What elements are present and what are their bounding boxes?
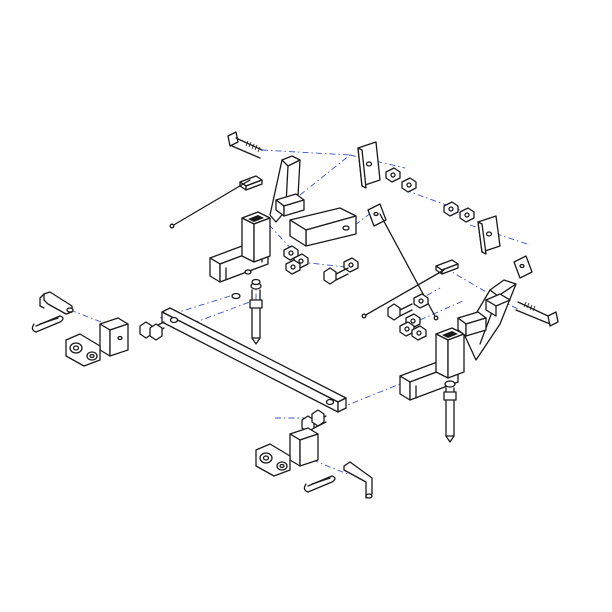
nuts-and-washers xyxy=(231,167,475,341)
short-bolt-4 xyxy=(149,323,163,341)
nut-group-center-right xyxy=(399,293,429,341)
right-mount-bracket xyxy=(399,279,517,401)
short-bolt-1 xyxy=(323,267,349,285)
tie-rods xyxy=(169,179,445,321)
bolts xyxy=(227,131,559,443)
cross-bar-hole-right xyxy=(325,398,335,406)
cross-bar xyxy=(161,307,347,413)
left-hitch-clevis xyxy=(65,317,129,367)
tie-rod-left xyxy=(171,179,251,227)
tie-rod-right xyxy=(363,269,445,317)
clamp-plates xyxy=(357,141,533,279)
bolt-vertical-right xyxy=(443,380,457,443)
cross-bar-hole-left xyxy=(169,316,179,324)
short-bolt-2 xyxy=(387,303,413,321)
spring-clips xyxy=(31,315,336,493)
bolt-top xyxy=(227,131,263,159)
bolt-vertical-left xyxy=(249,282,263,345)
hitch-pin-right xyxy=(343,461,373,499)
spring-clip-right xyxy=(303,475,336,493)
hitch-pin-left xyxy=(39,291,74,315)
nut-group-upper-right xyxy=(385,167,475,223)
short-bolts xyxy=(139,267,413,433)
hitch-pins xyxy=(39,291,373,499)
short-bolt-6 xyxy=(311,409,325,427)
spring-clip-left xyxy=(31,315,64,333)
right-hitch-clevis xyxy=(255,427,319,477)
bolt-right xyxy=(515,301,559,327)
nut-group-left xyxy=(231,245,359,300)
left-mount-bracket xyxy=(209,155,357,283)
